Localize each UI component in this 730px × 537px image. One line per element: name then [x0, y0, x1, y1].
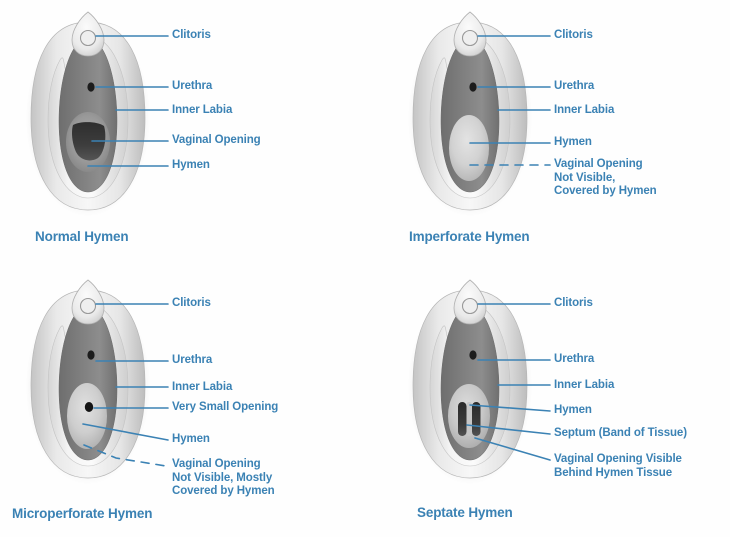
label-inner-labia: Inner Labia	[554, 104, 615, 116]
anatomy-group	[408, 279, 532, 484]
leader-vaginal-opening-not-visible	[83, 444, 167, 467]
imperforate-hymen-plate	[449, 115, 489, 181]
panel-normal-hymen: Clitoris Urethra Inner Labia Vaginal Ope…	[0, 0, 365, 268]
urethra-marker	[87, 350, 95, 360]
imperforate-hymen-illustration	[408, 11, 551, 216]
label-vaginal-opening: Vaginal Opening	[172, 134, 261, 146]
label-clitoris: Clitoris	[554, 297, 593, 309]
label-urethra: Urethra	[172, 80, 213, 92]
label-inner-labia: Inner Labia	[554, 379, 615, 391]
label-urethra: Urethra	[172, 354, 213, 366]
panel-septate-hymen: Clitoris Urethra Inner Labia Hymen Septu…	[365, 268, 730, 536]
leader-hymen	[469, 404, 551, 412]
leader-hymen	[82, 423, 169, 441]
label-hymen: Hymen	[172, 433, 210, 445]
anatomy-group	[26, 279, 150, 484]
leader-vaginal-opening-visible	[474, 437, 551, 461]
leader-lines	[466, 303, 551, 461]
vaginal-opening-right-slit	[472, 402, 481, 436]
label-inner-labia: Inner Labia	[172, 381, 233, 393]
leader-lines	[87, 35, 169, 167]
panel-title-microperforate-hymen: Microperforate Hymen	[12, 506, 153, 521]
label-vaginal-opening-visible: Vaginal Opening Visible Behind Hymen Tis…	[554, 453, 682, 479]
label-vaginal-opening-not-visible: Vaginal Opening Not Visible, Covered by …	[554, 158, 657, 197]
panel-title-normal-hymen: Normal Hymen	[35, 229, 129, 244]
clitoris-marker	[79, 29, 97, 47]
label-hymen: Hymen	[554, 136, 592, 148]
panel-title-imperforate-hymen: Imperforate Hymen	[409, 229, 530, 244]
leader-lines	[469, 35, 551, 166]
label-urethra: Urethra	[554, 80, 595, 92]
normal-hymen-illustration	[26, 11, 169, 216]
anatomy-group	[408, 11, 532, 216]
leader-lines	[82, 303, 169, 467]
label-hymen: Hymen	[172, 159, 210, 171]
clitoris-marker	[461, 297, 479, 315]
label-urethra: Urethra	[554, 353, 595, 365]
microperforate-hymen-illustration	[26, 279, 169, 484]
urethra-marker	[469, 82, 477, 92]
urethra-marker	[87, 82, 95, 92]
vaginal-opening-shape	[72, 122, 106, 161]
septum-band	[466, 402, 472, 436]
label-clitoris: Clitoris	[172, 297, 211, 309]
panel-imperforate-hymen: Clitoris Urethra Inner Labia Hymen Vagin…	[365, 0, 730, 268]
anatomy-group	[26, 11, 150, 216]
label-septum: Septum (Band of Tissue)	[554, 427, 687, 439]
microperforate-hymen-plate	[67, 383, 107, 449]
label-inner-labia: Inner Labia	[172, 104, 233, 116]
label-vaginal-opening-not-visible: Vaginal Opening Not Visible, Mostly Cove…	[172, 458, 275, 497]
urethra-marker	[469, 350, 477, 360]
very-small-opening-marker	[84, 402, 94, 412]
label-clitoris: Clitoris	[554, 29, 593, 41]
label-clitoris: Clitoris	[172, 29, 211, 41]
panel-microperforate-hymen: Clitoris Urethra Inner Labia Very Small …	[0, 268, 365, 536]
label-very-small-opening: Very Small Opening	[172, 401, 279, 413]
panel-title-septate-hymen: Septate Hymen	[417, 505, 513, 520]
septate-hymen-illustration	[408, 279, 551, 484]
clitoris-marker	[79, 297, 97, 315]
leader-septum	[466, 424, 551, 435]
vaginal-opening-left-slit	[458, 402, 467, 436]
label-hymen: Hymen	[554, 404, 592, 416]
clitoris-marker	[461, 29, 479, 47]
